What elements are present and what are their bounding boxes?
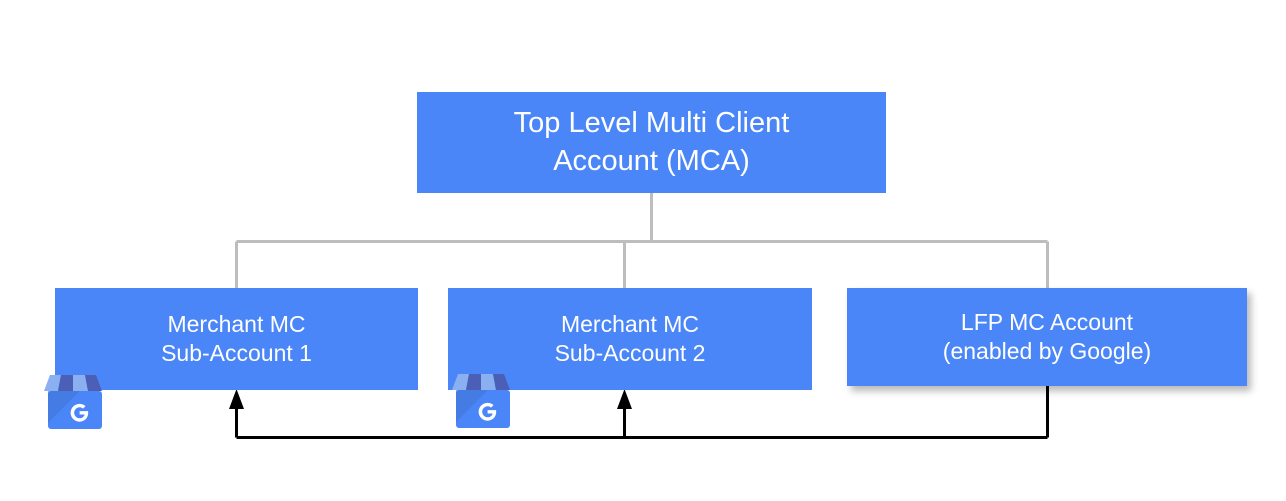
arrowhead-sub1-icon	[229, 389, 244, 409]
google-my-business-icon	[452, 374, 510, 428]
google-g-glyph	[70, 403, 89, 422]
node-merchant-mc-sub-account-2[interactable]: Merchant MC Sub-Account 2	[448, 288, 812, 390]
feedback-arrow-lfp-to-subaccounts	[235, 386, 1049, 439]
node-lfp-mc-account[interactable]: LFP MC Account (enabled by Google)	[847, 288, 1247, 386]
node-merchant-mc-sub-account-1-label: Merchant MC Sub-Account 1	[161, 310, 312, 366]
feedback-arrowheads	[229, 389, 632, 409]
google-my-business-icon	[44, 375, 102, 429]
arrowhead-sub2-icon	[617, 389, 632, 409]
node-merchant-mc-sub-account-1[interactable]: Merchant MC Sub-Account 1	[55, 288, 418, 390]
node-top-level-mca-label: Top Level Multi Client Account (MCA)	[513, 107, 790, 177]
tree-connector-mca-to-children	[235, 193, 1049, 288]
node-merchant-mc-sub-account-2-label: Merchant MC Sub-Account 2	[554, 310, 706, 366]
node-top-level-mca[interactable]: Top Level Multi Client Account (MCA)	[417, 92, 886, 193]
google-g-glyph	[478, 402, 497, 421]
node-lfp-mc-account-label: LFP MC Account (enabled by Google)	[942, 308, 1152, 364]
